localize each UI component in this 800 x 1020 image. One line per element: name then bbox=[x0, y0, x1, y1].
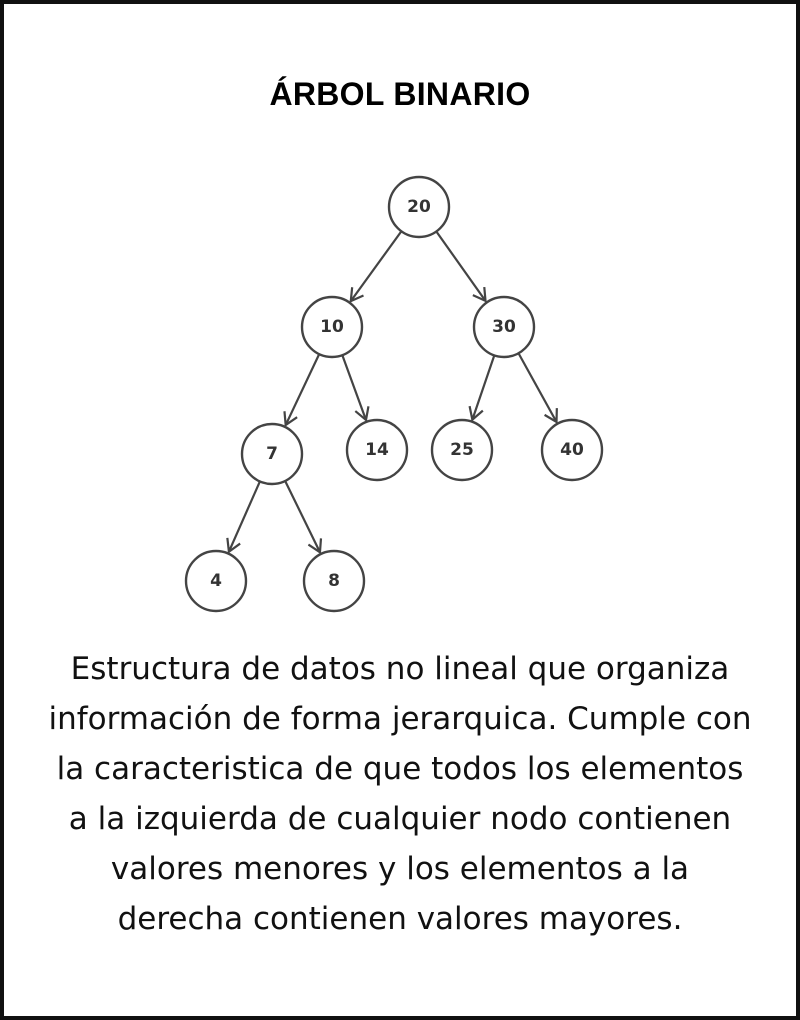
node-value-label: 14 bbox=[365, 440, 389, 460]
node-value-label: 7 bbox=[266, 444, 278, 464]
description-text: Estructura de datos no lineal que organi… bbox=[48, 651, 752, 937]
node-circle bbox=[240, 422, 304, 486]
node-value-label: 10 bbox=[320, 317, 344, 337]
node-value-label: 25 bbox=[450, 440, 474, 460]
node-value-label: 30 bbox=[492, 317, 516, 337]
tree-node-20: 20 bbox=[387, 175, 451, 239]
node-circle bbox=[184, 549, 248, 613]
node-circle bbox=[430, 418, 494, 482]
edge-arrow-7-to-4 bbox=[226, 481, 261, 554]
binary-tree-diagram: 20 10 30 7 14 25 40 4 8 bbox=[184, 175, 604, 613]
edge-arrow-30-to-25 bbox=[468, 355, 496, 422]
nodes-group: 20 10 30 7 14 25 40 4 8 bbox=[184, 175, 604, 613]
node-circle bbox=[345, 418, 409, 482]
tree-node-4: 4 bbox=[184, 549, 248, 613]
node-value-label: 4 bbox=[210, 571, 222, 591]
edge-arrow-7-to-8 bbox=[284, 480, 323, 555]
tree-node-14: 14 bbox=[345, 418, 409, 482]
node-circle bbox=[472, 295, 536, 359]
edge-arrow-30-to-40 bbox=[517, 352, 558, 424]
diagram-title: ÁRBOL BINARIO bbox=[269, 76, 531, 112]
tree-node-10: 10 bbox=[300, 295, 364, 359]
node-value-label: 8 bbox=[328, 571, 340, 591]
tree-node-25: 25 bbox=[430, 418, 494, 482]
tree-node-40: 40 bbox=[540, 418, 604, 482]
node-value-label: 40 bbox=[560, 440, 584, 460]
node-circle bbox=[540, 418, 604, 482]
edges-group bbox=[226, 230, 558, 555]
node-circle bbox=[387, 175, 451, 239]
tree-node-30: 30 bbox=[472, 295, 536, 359]
node-value-label: 20 bbox=[407, 197, 431, 217]
edge-arrow-10-to-7 bbox=[283, 353, 321, 428]
node-circle bbox=[302, 549, 366, 613]
edge-arrow-20-to-10 bbox=[349, 230, 403, 303]
tree-node-8: 8 bbox=[302, 549, 366, 613]
edge-arrow-20-to-30 bbox=[435, 230, 487, 303]
tree-node-7: 7 bbox=[240, 422, 304, 486]
node-circle bbox=[300, 295, 364, 359]
edge-arrow-10-to-14 bbox=[341, 354, 370, 422]
